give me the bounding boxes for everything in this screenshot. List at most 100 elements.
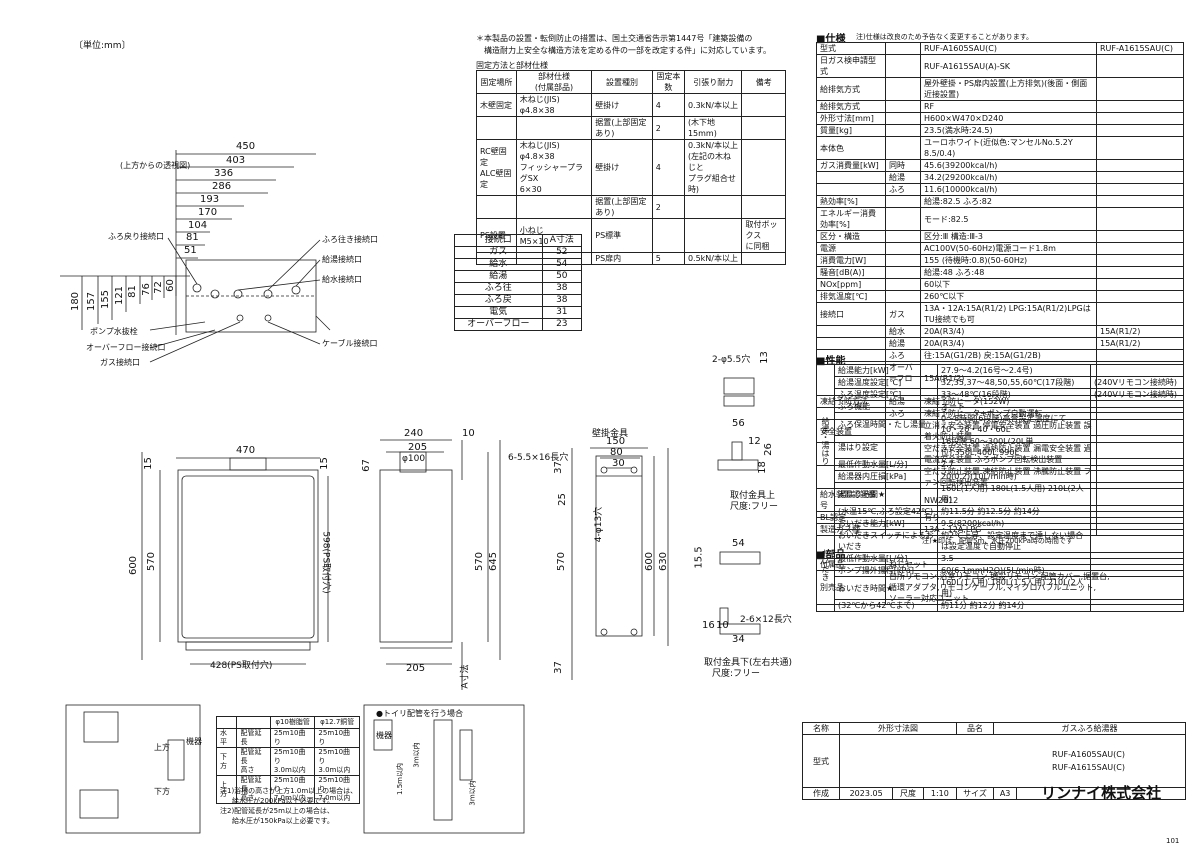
perf-label: 湯はり設定 [834, 435, 938, 459]
dim-170: 170 [198, 207, 218, 218]
spec-value-2 [1096, 159, 1184, 172]
perf-label: ふろ温度設定[℃] [834, 388, 938, 401]
bottom-bracket-d15-5: 15.5 [693, 546, 705, 569]
spec-value: 155 (待機時:0.8)(50-60Hz) [920, 254, 1097, 267]
bracket-h37b: 37 [552, 661, 564, 674]
spec-sublabel [885, 290, 921, 303]
pipe-cell: 下方 [215, 747, 238, 776]
vdim-180: 180 [70, 291, 82, 312]
spec-label: エネルギー消費効率[%] [816, 207, 886, 231]
top-bracket-d18: 18 [756, 461, 768, 474]
bracket-w80: 80 [610, 447, 623, 458]
top-bracket-hole: 2-φ5.5穴 [712, 355, 751, 365]
pipe-label-down: 下方 [154, 787, 170, 796]
spec-value: 区分:Ⅲ 構造:Ⅲ-3 [920, 230, 1097, 243]
wall-bracket [595, 455, 643, 637]
tb-size-value: A3 [992, 787, 1018, 800]
spec-sublabel: 給湯 [885, 171, 921, 184]
front-ps-hole: 598(PS取付穴) [320, 531, 331, 594]
table-row: 付属品ねじセット [816, 558, 1184, 571]
fixing-title: 固定方法と部材仕様 [476, 61, 548, 70]
spec-sublabel [885, 100, 921, 113]
spec-value: 20A(R3/4) [920, 325, 1097, 338]
spec-label: 外形寸法[mm] [816, 112, 886, 125]
pipe-cell: 25m10曲り [269, 728, 316, 748]
pipe-note1: 注1)浴槽の高さが上方1.0m以上の場合は、 [220, 787, 358, 795]
perf-value: 約11.5分 約12.5分 約14分 [937, 505, 1091, 518]
perf-value: 160L(1人用) 180L(1.5人用) 210L(2人用) [937, 482, 1091, 506]
fixing-cell: 据置(上部固定あり) [591, 116, 653, 140]
perf-value: 33〜48℃(16段階) [937, 388, 1091, 401]
pipe-header: φ10樹脂管 [269, 716, 316, 729]
perf-value: 20(0.2)(10L/min時) [937, 470, 1091, 483]
spec-value-2 [1096, 112, 1184, 125]
perf-value: 32,35,37〜48,50,55,60℃(17段階) [937, 376, 1091, 389]
fixing-cell: RC壁固定 ALC壁固定 [476, 139, 517, 196]
spec-value-2 [1096, 54, 1184, 78]
spec-value: 45.6(39200kcal/h) [920, 159, 1097, 172]
pipe-label-unit: 機器 [186, 737, 202, 746]
label-furo-return: ふろ戻り接続口 [108, 232, 164, 241]
toiri-dim-2: 3m以内 [412, 742, 421, 768]
spec-sublabel [885, 195, 921, 208]
label-pump-drain: ポンプ水抜栓 [90, 327, 138, 336]
bracket-h37: 37 [552, 461, 564, 474]
spec-label: 本体色 [816, 136, 886, 160]
label-furo-go: ふろ往き接続口 [322, 235, 378, 244]
parts-label: 別売品 [816, 570, 886, 605]
spec-label: 騒音[dB(A)] [816, 266, 886, 279]
table-row: ふろ機能オート [817, 400, 1184, 413]
spec-value: ユーロホワイト(近似色:マンセルNo.5.2Y 8.5/0.4) [920, 136, 1097, 160]
bracket-w150: 150 [606, 436, 626, 447]
spec-sublabel [885, 278, 921, 291]
pipe-cell: 25m10曲り 3.0m以内 [269, 747, 316, 776]
spec-value-2 [1096, 242, 1184, 255]
table-row: 別売品台所リモコン,浴室リモコン,増設リモコン,配管カバー,据置台, 循環アダプ… [816, 570, 1184, 605]
tb-scale-value: 1:10 [922, 787, 957, 800]
perf-label: 給湯温度設定[℃] [834, 376, 938, 389]
bottom-bracket-d16: 16 [702, 620, 715, 631]
spec-value: H600×W470×D240 [920, 112, 1097, 125]
vdim-157: 157 [86, 291, 98, 312]
bracket-w30: 30 [612, 458, 625, 469]
perf-value-2 [1090, 458, 1184, 471]
table-row: (水温15℃,ふろ設定42℃)約11.5分 約12.5分 約14分 [817, 505, 1184, 518]
table-row: ふろ温度設定[℃]33〜48℃(16段階)(240Vリモコン接続時) [817, 388, 1184, 401]
bottom-bracket-w54: 54 [732, 538, 745, 549]
unit-note: 〔単位:mm〕 [74, 41, 131, 51]
perf-value: 27.9〜4.2(16号〜2.4号) [937, 364, 1091, 377]
bottom-bracket-d10: 10 [716, 620, 729, 631]
dim-286: 286 [212, 181, 232, 192]
dim-104: 104 [188, 220, 208, 231]
dim-81: 81 [186, 232, 199, 243]
fixing-cell: 木壁固定 [476, 93, 517, 117]
table-row: NOx[ppm]60以下 [816, 278, 1184, 291]
spec-label: 排気温度[℃] [816, 290, 886, 303]
spec-sublabel [885, 254, 921, 267]
spec-sublabel [885, 77, 921, 101]
pipe-cell: 25m10曲り 3.0m以内 [314, 747, 360, 776]
tb-size-label: サイズ [955, 787, 994, 800]
top-bracket [723, 377, 755, 395]
tb-model-1: RUF-A1605SAU(C) [1052, 750, 1125, 759]
spec-label [816, 337, 886, 350]
spec-note: 注)仕様は改良のため予告なく変更することがあります。 [856, 33, 1034, 41]
bracket-h25: 25 [556, 493, 568, 506]
side-d10: 10 [462, 428, 475, 439]
bracket-title: 壁掛金具 [592, 429, 629, 439]
top-bracket-title: 取付金具上 [730, 491, 776, 501]
perf-value-2 [1090, 412, 1184, 436]
spec-value-2 [1096, 207, 1184, 231]
spec-value: 給湯:82.5 ふろ:82 [920, 195, 1097, 208]
front-view-body [177, 469, 319, 643]
top-bracket-d13: 13 [758, 351, 770, 364]
spec-value: 屋外壁掛・PS扉内設置(上方排気)(後面・側面近接設置) [920, 77, 1097, 101]
spec-value: 34.2(29200kcal/h) [920, 171, 1097, 184]
spec-label [816, 171, 886, 184]
pipe-cell: 水平 [215, 728, 238, 748]
